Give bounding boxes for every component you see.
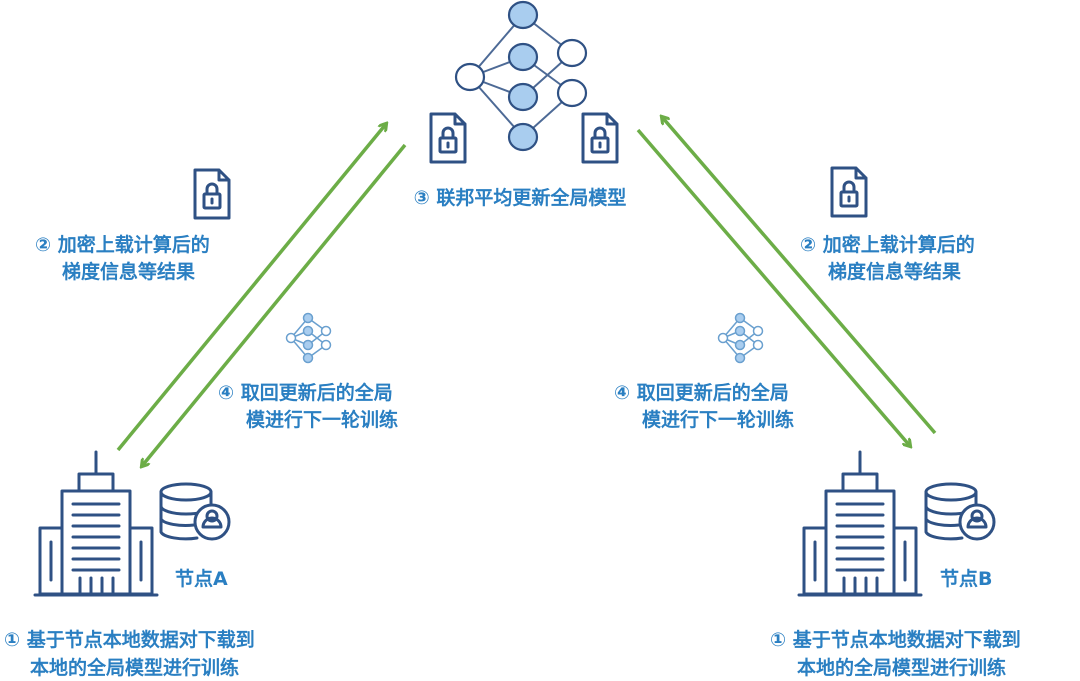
encrypted-file-icon [429,112,467,164]
encrypted-file-icon [193,168,231,220]
retrieve-label-right-line2: 模进行下一轮训练 [642,408,794,431]
upload-arrow-right [662,117,937,435]
upload-label-right-line1: ② 加密上载计算后的 [800,233,975,256]
upload-label-right-line2: 梯度信息等结果 [828,260,961,283]
federated-averaging-label: ③ 联邦平均更新全局模型 [414,186,627,209]
download-arrow-right [636,128,910,446]
download-arrow-left [142,143,407,466]
model-network-icon [285,312,332,364]
node-b-training-line2: 本地的全局模型进行训练 [797,656,1006,679]
encrypted-file-icon [830,166,868,218]
secure-database-icon [159,482,231,541]
retrieve-label-left-line1: ④ 取回更新后的全局 [218,381,393,404]
retrieve-label-right-line1: ④ 取回更新后的全局 [614,381,789,404]
retrieve-label-left-line2: 模进行下一轮训练 [246,408,398,431]
node-a-training-line1: ① 基于节点本地数据对下载到 [4,628,255,651]
node-b-label: 节点B [940,568,992,590]
secure-database-icon [924,482,996,541]
global-model-network-icon [454,0,588,152]
encrypted-file-icon [581,112,619,164]
model-network-icon [717,312,764,364]
node-b-training-line1: ① 基于节点本地数据对下载到 [770,628,1021,651]
upload-arrow-left [116,124,386,452]
upload-label-left-line1: ② 加密上载计算后的 [35,233,210,256]
building-icon-node-a [33,450,159,597]
node-a-training-line2: 本地的全局模型进行训练 [30,656,239,679]
building-icon-node-b [797,450,923,597]
upload-label-left-line2: 梯度信息等结果 [62,260,195,283]
node-a-label: 节点A [175,568,228,590]
